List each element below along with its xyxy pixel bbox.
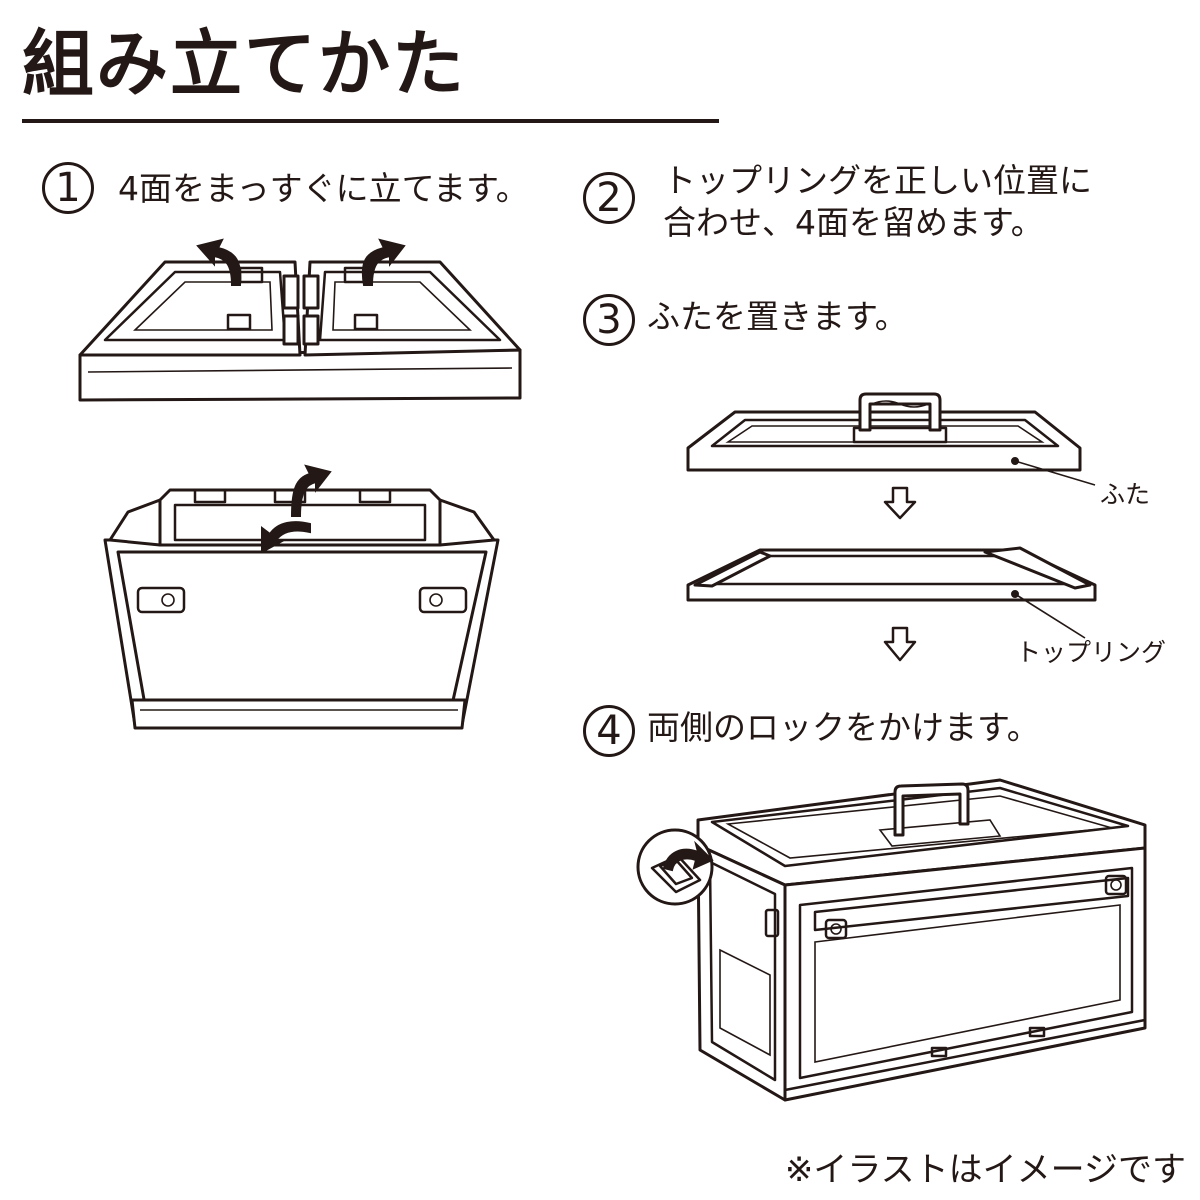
down-arrow-icon xyxy=(883,626,917,662)
step-1-number: 1 xyxy=(42,162,94,214)
step-3: 3 ふたを置きます。 xyxy=(583,294,908,346)
illustration-note: ※イラストはイメージです xyxy=(784,1150,1186,1190)
top-ring-callout-label: トップリング xyxy=(1016,638,1167,667)
step-2-number: 2 xyxy=(583,172,635,224)
folded-box-illustration xyxy=(78,238,522,402)
lock-detail-zoom xyxy=(636,828,714,906)
lid-illustration xyxy=(686,392,1096,486)
step-2-text: トップリングを正しい位置に 合わせ、4面を留めます。 xyxy=(663,161,1092,242)
step-3-text: ふたを置きます。 xyxy=(647,297,908,336)
step-4-number: 4 xyxy=(583,705,635,757)
page-title: 組み立てかた xyxy=(22,22,467,106)
down-arrow-icon xyxy=(883,486,917,520)
title-underline xyxy=(22,119,719,123)
assembled-box-illustration xyxy=(636,778,1147,1102)
top-ring-illustration xyxy=(686,546,1097,639)
step-2: 2 トップリングを正しい位置に 合わせ、4面を留めます。 xyxy=(583,161,1092,244)
step-3-number: 3 xyxy=(583,294,635,346)
step-4-text: 両側のロックをかけます。 xyxy=(647,708,1040,747)
standing-box-illustration xyxy=(103,464,500,730)
step-1: 1 4面をまっすぐに立てます。 xyxy=(42,162,529,214)
step-1-text: 4面をまっすぐに立てます。 xyxy=(118,169,529,208)
lid-callout-label: ふた xyxy=(1100,480,1151,509)
step-4: 4 両側のロックをかけます。 xyxy=(583,705,1040,757)
